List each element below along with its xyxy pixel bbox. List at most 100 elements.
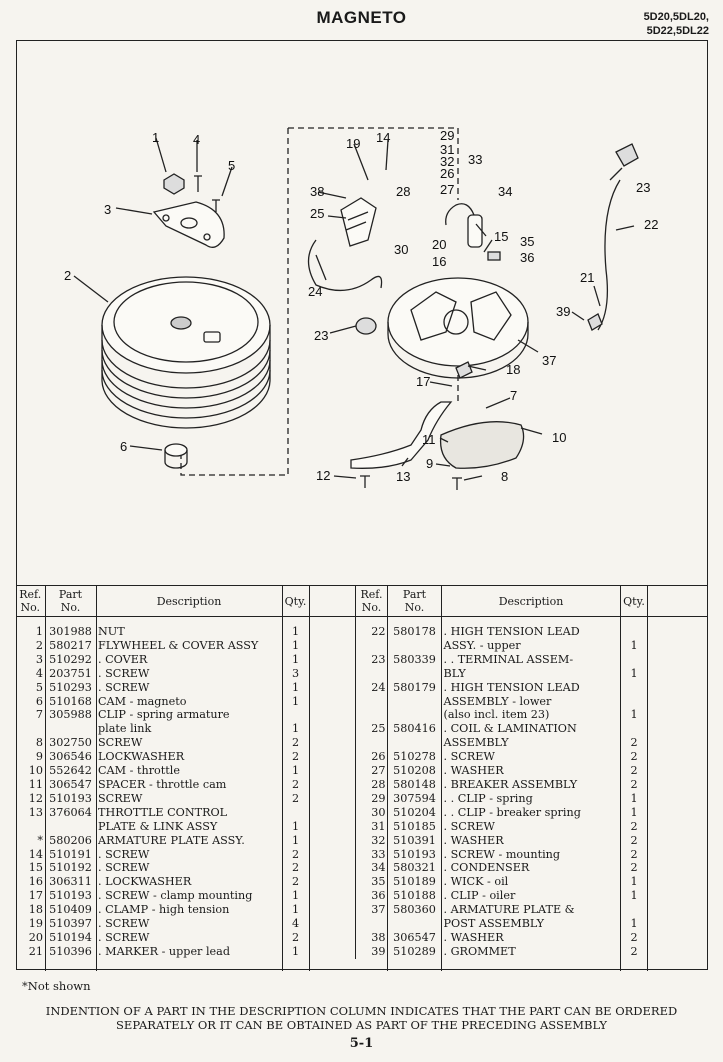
cell-part <box>388 736 442 750</box>
cell-part: 580416 <box>393 722 436 736</box>
col-header-ref: Ref.No. <box>355 586 388 617</box>
cell-qty: 2 <box>630 750 638 764</box>
cell-part: 307594 <box>393 791 436 805</box>
cell-desc: . BREAKER ASSEMBLY <box>443 777 578 791</box>
cell-part: 510292 <box>49 652 92 666</box>
cell-qty: 2 <box>630 736 638 750</box>
indention-note: INDENTION OF A PART IN THE DESCRIPTION C… <box>0 1004 723 1032</box>
cell-part: 510409 <box>49 903 92 917</box>
cell-qty: 1 <box>291 694 300 708</box>
cell-desc: (also incl. item 23) <box>443 708 550 722</box>
cell-part: 510289 <box>393 944 436 958</box>
screw-drawing <box>194 175 202 192</box>
cell-desc: . SCREW <box>98 861 150 875</box>
cell-ref: 35 <box>371 875 386 889</box>
callout-14: 14 <box>376 130 390 145</box>
cell-ref: 7 <box>35 708 43 722</box>
cell-desc: POST ASSEMBLY <box>443 917 545 931</box>
callout-4: 4 <box>193 132 200 147</box>
nut-drawing <box>163 173 185 195</box>
cell-ref: * <box>37 833 43 847</box>
cell-part: 580339 <box>393 652 436 666</box>
cell-desc: . SCREW <box>98 847 150 861</box>
cell-qty: 2 <box>630 944 638 958</box>
callout-33: 33 <box>468 152 482 167</box>
cell-desc: . ARMATURE PLATE & <box>443 903 575 917</box>
cell-part: 510391 <box>393 833 436 847</box>
cell-desc: ASSY. - upper <box>443 638 521 652</box>
page-title: MAGNETO <box>316 8 407 27</box>
cell-part: 510293 <box>49 680 92 694</box>
cell-part: 510397 <box>49 917 92 931</box>
cell-qty: 2 <box>291 847 300 861</box>
cell-ref: 1 <box>35 625 43 638</box>
cell-qty: 1 <box>291 889 300 903</box>
callout-6: 6 <box>120 439 127 454</box>
cell-part: 203751 <box>49 666 92 680</box>
cell-qty: 1 <box>291 903 300 917</box>
cell-desc: . HIGH TENSION LEAD <box>443 680 580 694</box>
cell-desc: . SCREW <box>443 819 495 833</box>
cell-ref: 11 <box>28 777 43 791</box>
cell-desc: plate link <box>98 722 152 736</box>
cell-desc: . SCREW <box>98 680 150 694</box>
cell-ref: 31 <box>371 819 386 833</box>
callout-35: 35 <box>520 234 534 249</box>
callout-20: 20 <box>432 237 446 252</box>
cell-part <box>388 667 442 681</box>
cell-part: 510193 <box>393 847 436 861</box>
cell-part <box>388 917 442 931</box>
cell-ref: 22 <box>371 625 386 638</box>
page-frame <box>16 40 708 970</box>
cell-desc: . MARKER - upper lead <box>98 944 230 958</box>
cell-desc: . COVER <box>98 652 148 666</box>
condenser-drawing <box>467 214 483 248</box>
cell-qty <box>282 806 309 820</box>
cell-part: 510204 <box>393 805 436 819</box>
cell-desc: LOCKWASHER <box>98 750 185 764</box>
cell-ref: 20 <box>28 930 43 944</box>
oil-wick-drawing <box>487 251 501 261</box>
callout-31: 31 <box>440 142 454 157</box>
cell-ref: 19 <box>28 917 43 931</box>
table-row: ASSEMBLY - lower <box>356 695 709 709</box>
callout-12: 12 <box>316 468 330 483</box>
table-row: (also incl. item 23)1 <box>356 708 709 722</box>
cell-qty <box>621 695 648 709</box>
cell-part: 510189 <box>393 875 436 889</box>
callout-5: 5 <box>228 158 235 173</box>
cell-qty: 1 <box>630 875 638 889</box>
cell-qty: 1 <box>291 652 300 666</box>
cell-desc: ASSEMBLY - lower <box>443 694 552 708</box>
cell-qty <box>621 722 648 736</box>
cell-part: 510193 <box>49 889 92 903</box>
cell-qty: 2 <box>630 777 638 791</box>
cell-ref: 37 <box>371 903 386 917</box>
screw-drawing <box>212 199 220 212</box>
cell-qty: 1 <box>630 805 638 819</box>
callout-13: 13 <box>396 469 410 484</box>
cell-part: 305988 <box>49 708 92 722</box>
callout-29: 29 <box>440 128 454 143</box>
cell-desc: . CONDENSER <box>443 861 530 875</box>
callout-25: 25 <box>310 206 324 221</box>
col-header-ref: Ref.No. <box>16 586 46 617</box>
cell-qty: 2 <box>291 750 300 764</box>
callout-21: 21 <box>580 270 594 285</box>
cell-qty: 1 <box>630 638 638 652</box>
cell-part: 510193 <box>49 791 92 805</box>
screw-drawing <box>452 477 462 490</box>
